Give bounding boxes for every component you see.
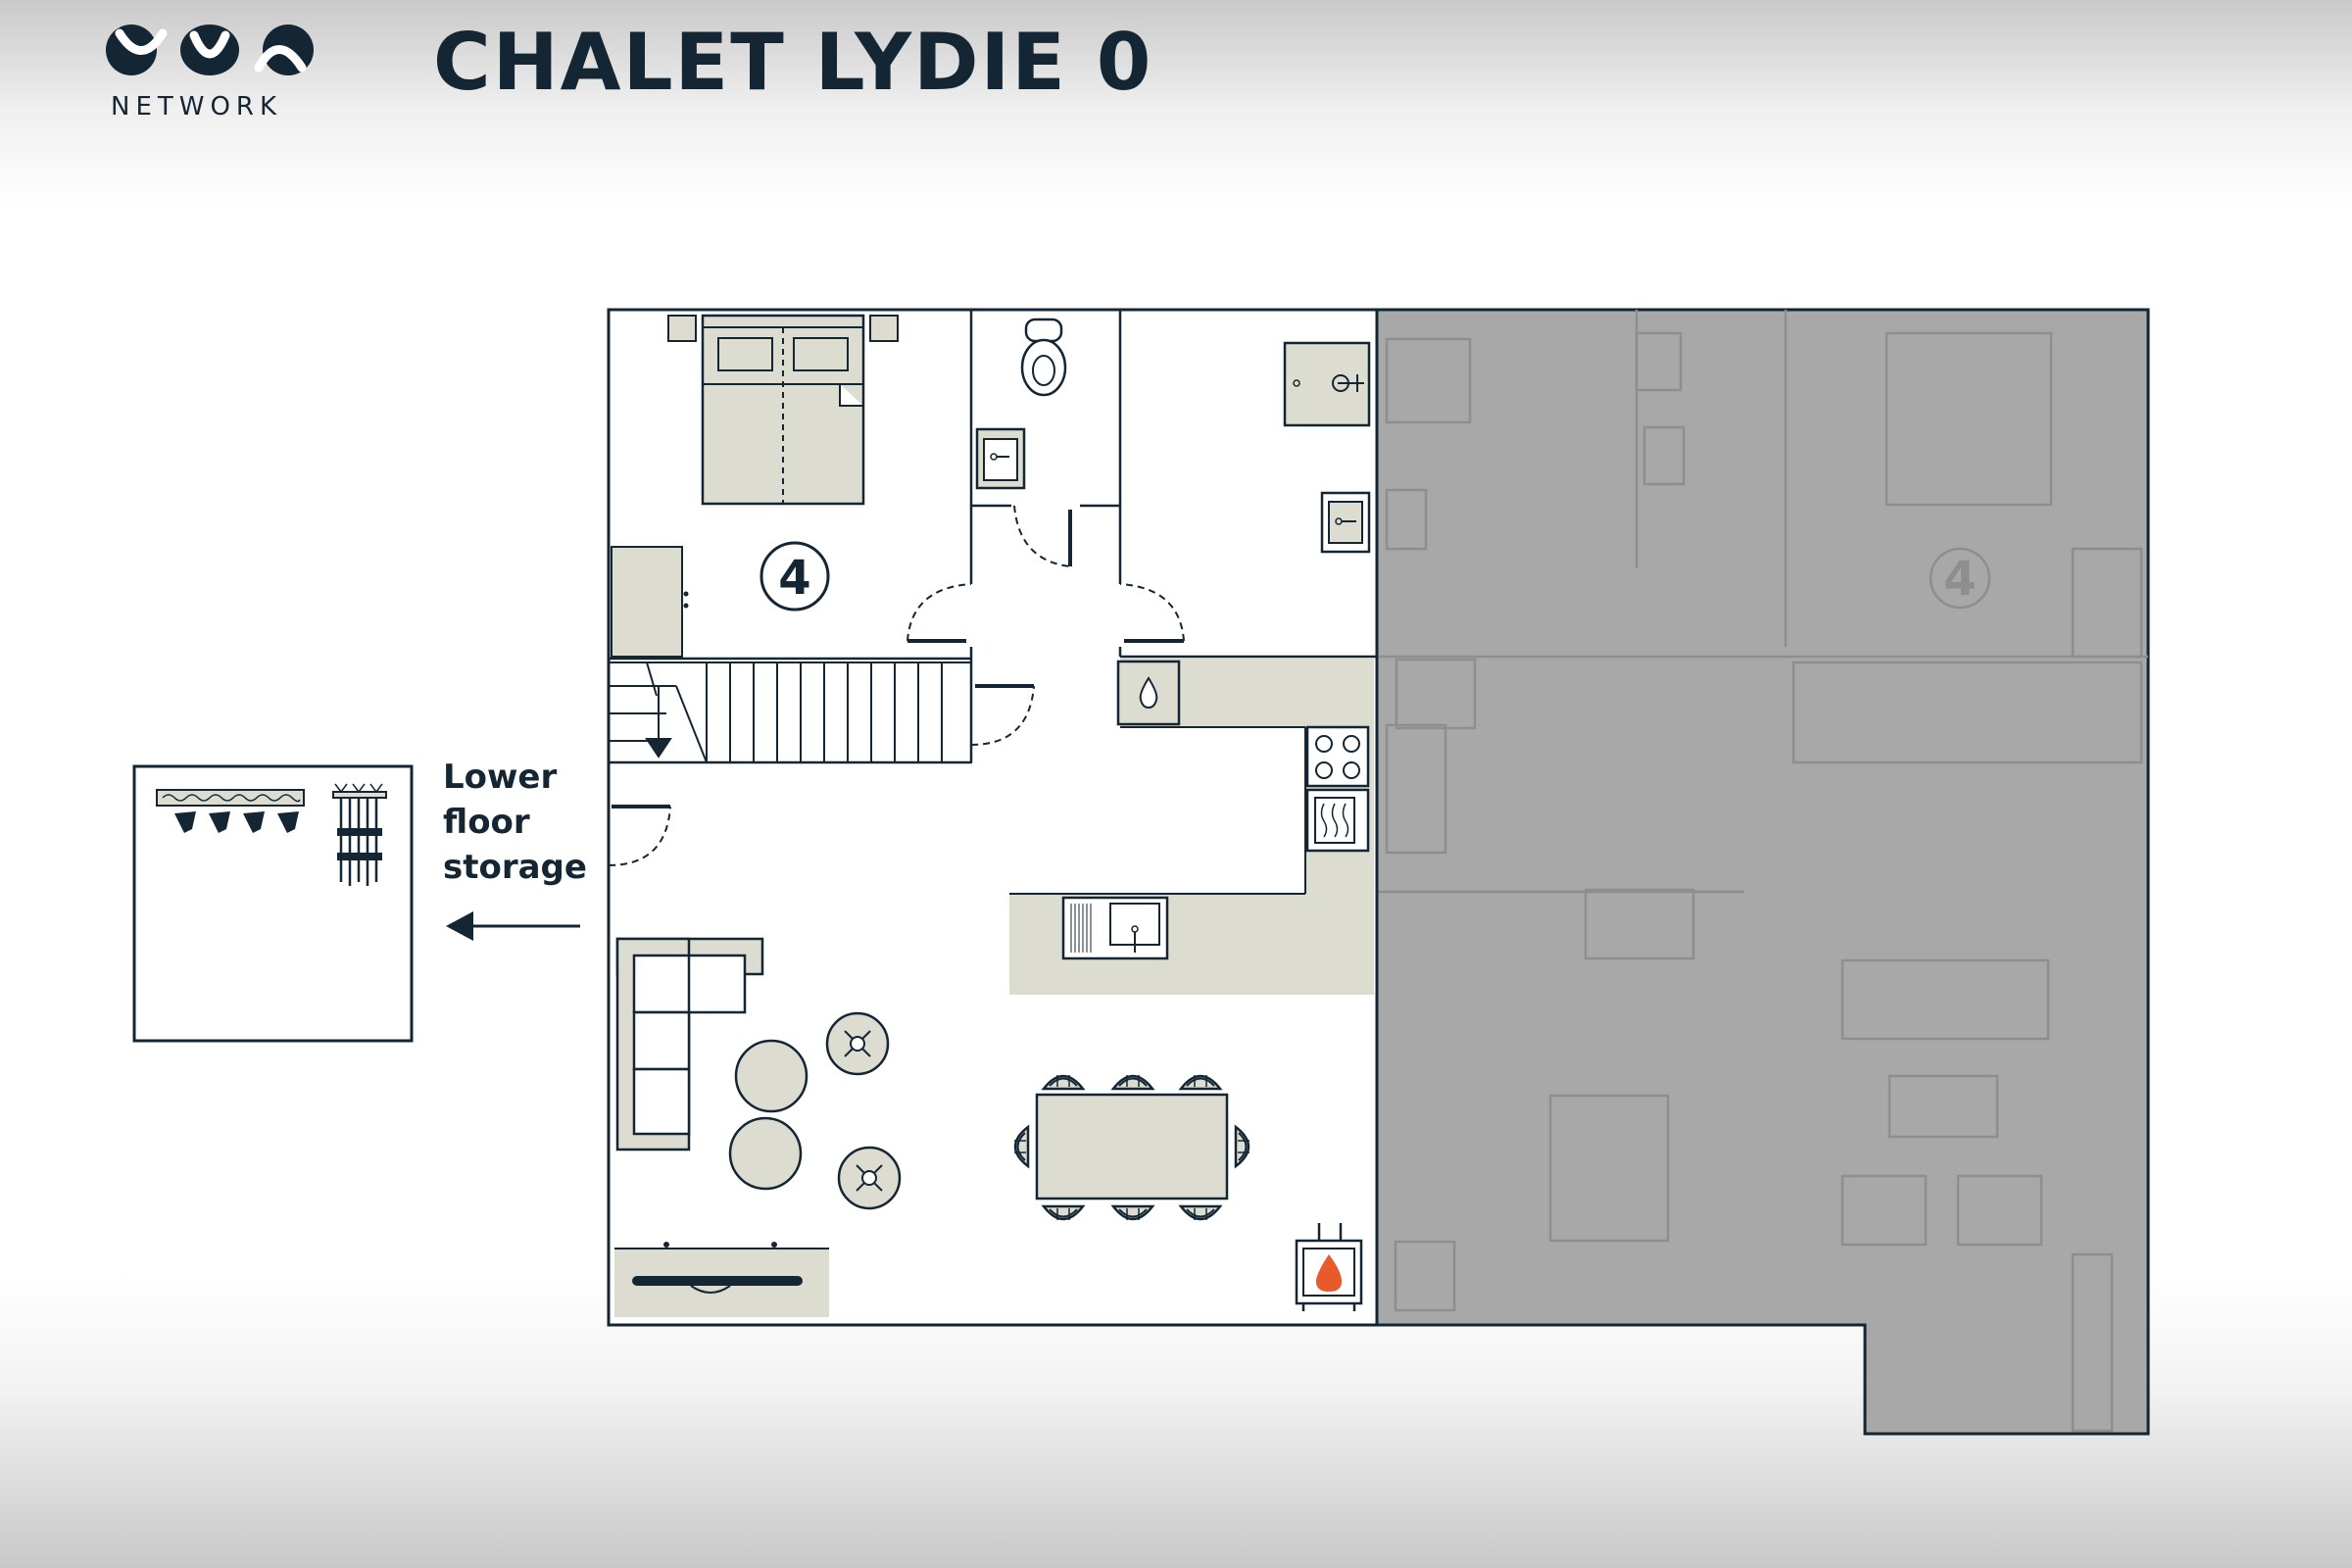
ski-boot-rack-icon (156, 789, 305, 833)
sofa-icon (615, 937, 764, 1152)
hob-icon (1305, 725, 1370, 788)
dining-table-icon (1012, 1073, 1251, 1222)
brand-logo: NETWORK (102, 14, 318, 122)
storage-label-line-3: storage (443, 848, 587, 887)
stairs-icon (608, 662, 972, 763)
bathroom-sink-icon (1320, 491, 1371, 554)
door-swings (608, 505, 1185, 866)
coffee-table-icon (728, 1039, 808, 1191)
armchair-icon (825, 1011, 902, 1210)
wardrobe (611, 546, 689, 658)
storage-label: Lower floor storage (443, 755, 587, 890)
kitchen-sink-icon (1061, 896, 1169, 960)
storage-label-line-2: floor (443, 803, 530, 842)
shower-tray (1283, 341, 1371, 427)
page-title: CHALET LYDIE 0 (433, 17, 1153, 108)
room-number: 4 (778, 551, 810, 606)
arrow-left-icon (446, 911, 580, 941)
fireplace-icon (1295, 1223, 1363, 1311)
tv-unit-icon (614, 1242, 829, 1317)
double-bed-icon (667, 314, 899, 506)
neighbour-unit: 4 (1375, 308, 2150, 1436)
lower-floor-storage (132, 764, 414, 1043)
door-leaves (612, 510, 1184, 808)
oven-icon (1305, 788, 1370, 853)
room-number-badge: 4 (760, 541, 830, 612)
water-drop-icon (1116, 660, 1181, 726)
storage-label-line-1: Lower (443, 758, 558, 797)
brand-name: NETWORK (111, 92, 283, 122)
toilet-icon (1020, 318, 1067, 397)
ski-rack-icon (332, 783, 387, 886)
mirrored-room-number: 4 (1943, 552, 1976, 607)
sink-icon (975, 427, 1026, 490)
onu-logo-icon (106, 24, 314, 75)
